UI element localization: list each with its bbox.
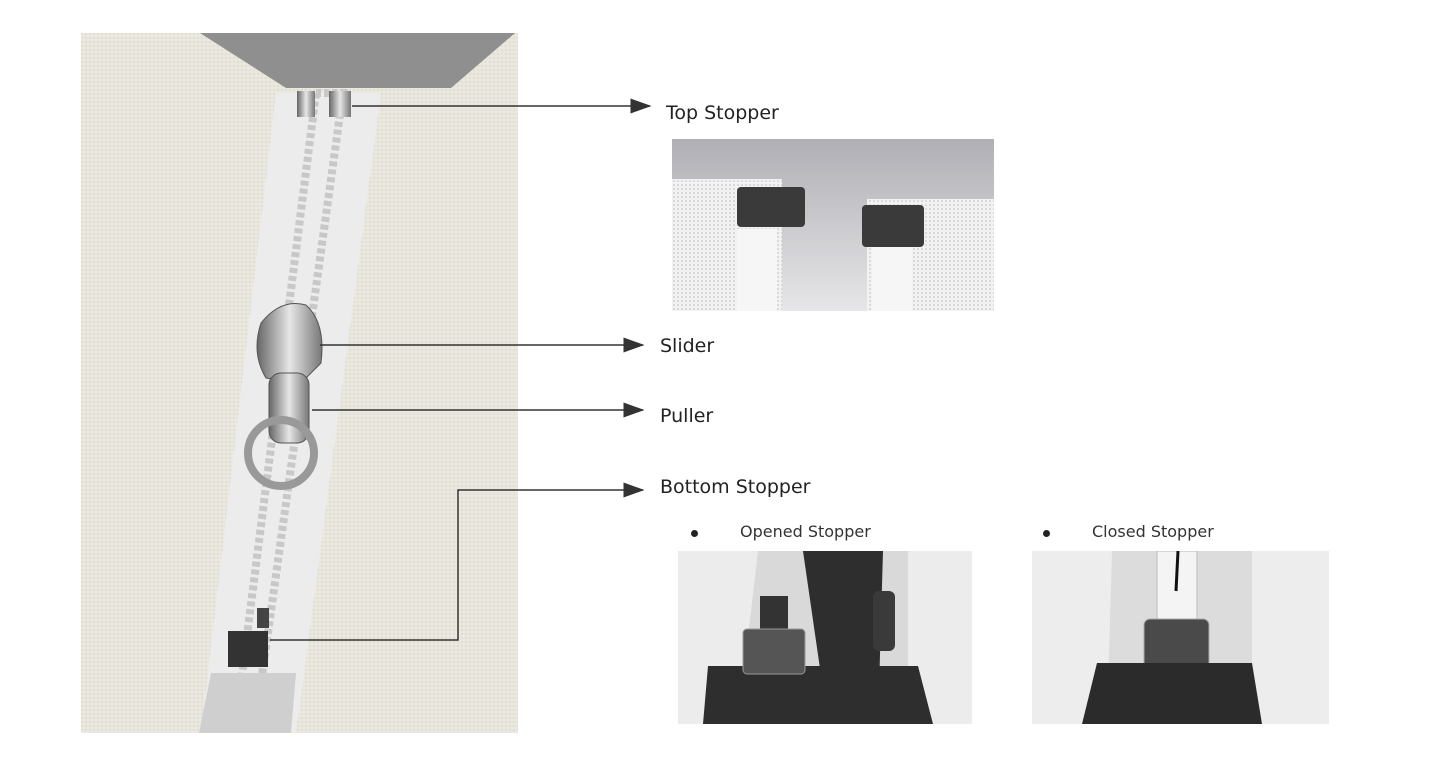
top-stopper-detail-image — [672, 139, 994, 311]
opened-stopper-label: Opened Stopper — [740, 522, 871, 541]
slider-body — [256, 303, 323, 384]
bullet-icon — [1043, 530, 1050, 537]
closed-stopper-image — [1032, 551, 1329, 724]
slider-label: Slider — [660, 335, 715, 357]
bullet-icon — [691, 530, 698, 537]
bottom-stopper-pin — [257, 608, 269, 628]
puller-label: Puller — [660, 405, 714, 427]
bottom-stopper-box — [228, 631, 268, 667]
bottom-tape-end — [199, 673, 296, 733]
opened-stopper-image — [678, 551, 972, 724]
top-stopper-right — [329, 91, 351, 117]
closed-stopper-label: Closed Stopper — [1092, 522, 1214, 541]
top-fabric-panel — [200, 33, 515, 88]
zipper-illustration — [81, 33, 518, 733]
bottom-stopper-label: Bottom Stopper — [660, 476, 811, 498]
puller-ring — [244, 416, 318, 490]
bottom-stopper-arrow — [270, 482, 645, 641]
top-stopper-label: Top Stopper — [666, 102, 779, 124]
top-stopper-left — [297, 91, 315, 117]
